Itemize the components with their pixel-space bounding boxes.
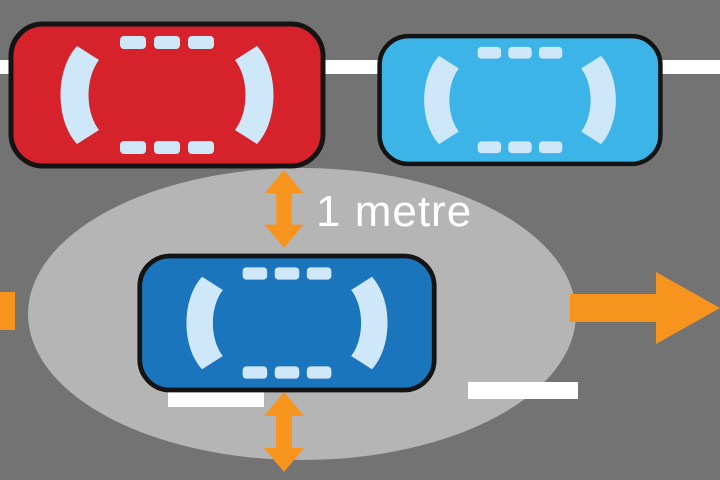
- car-side-windows-bottom: [477, 141, 563, 154]
- car-side-windows-top: [242, 267, 332, 280]
- clearance-arrow-bottom-icon: [264, 392, 304, 472]
- clearance-arrow-top-icon: [264, 170, 304, 248]
- car-side-windows-bottom: [242, 366, 332, 379]
- direction-arrow-right-icon: [570, 272, 720, 344]
- lane-marking-dash-left: [168, 390, 264, 407]
- lane-marking-dash-right: [468, 382, 578, 399]
- car-side-windows-top: [120, 36, 214, 49]
- car-rear-window: [186, 276, 223, 370]
- clearance-label: 1 metre: [316, 187, 473, 236]
- parked-car-red: [8, 21, 326, 169]
- car-side-windows-bottom: [120, 141, 214, 154]
- car-windshield: [581, 55, 616, 145]
- car-rear-window: [60, 46, 99, 144]
- car-side-windows-top: [477, 46, 563, 59]
- passing-car-blue: [137, 253, 437, 393]
- car-windshield: [351, 276, 388, 370]
- direction-arrow-left-stub: [0, 292, 15, 330]
- car-rear-window: [424, 55, 459, 145]
- parked-car-cyan: [377, 33, 663, 167]
- car-windshield: [235, 46, 274, 144]
